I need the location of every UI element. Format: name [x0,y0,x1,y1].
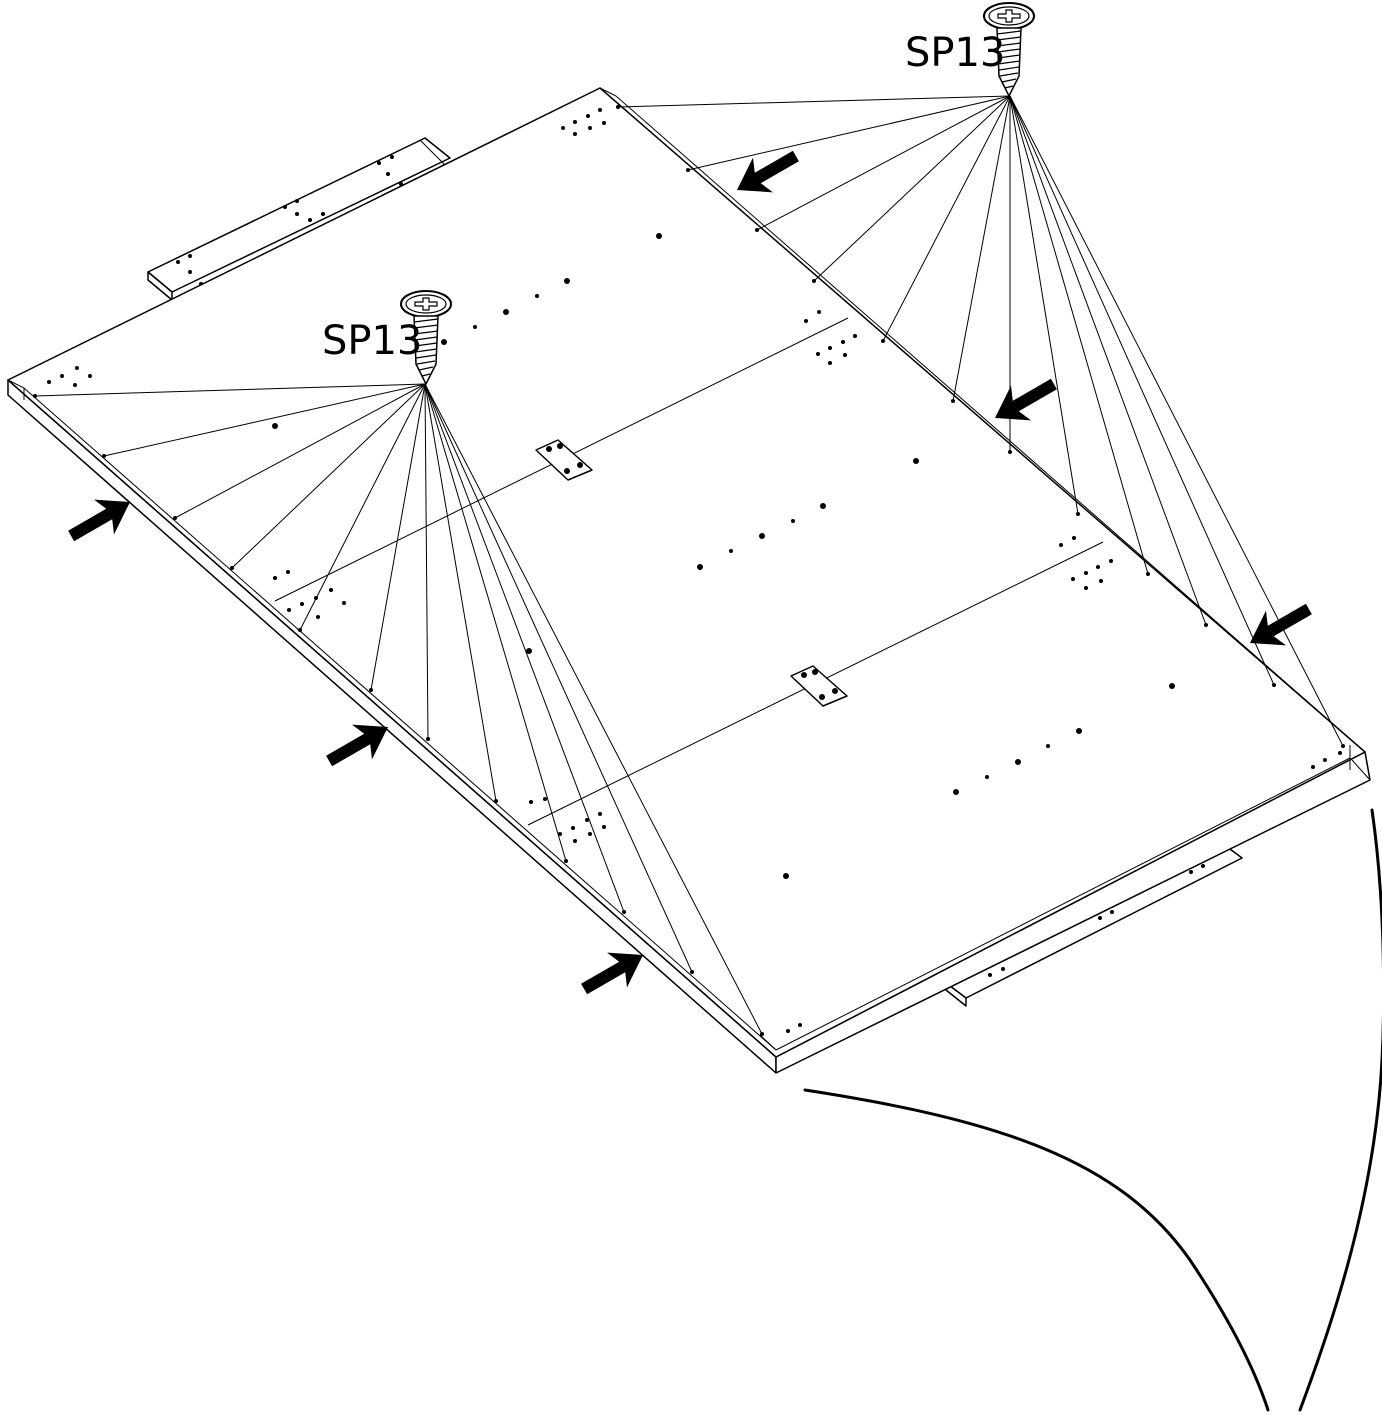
direction-arrow-icon [737,150,799,193]
back-rail [147,137,451,301]
callout-curve [803,1088,1270,1412]
connector-plate [535,439,593,481]
screw-lines-right [617,95,1344,747]
panel-holes [47,108,1342,1033]
connector-plate [790,665,848,707]
direction-arrow-icon [68,499,130,542]
direction-arrow-icon [326,724,388,767]
screw-label-left: SP13 [322,318,422,364]
screw-icon [400,290,452,386]
direction-arrow-icon [995,378,1057,421]
screw-icon [983,2,1035,98]
callout-curve [1298,808,1382,1412]
direction-arrow-icon [581,952,643,995]
screw-label-right: SP13 [905,30,1005,76]
direction-arrow-icon [1250,603,1312,646]
main-panel [7,87,1371,1074]
screw-lines-left [34,383,763,1035]
